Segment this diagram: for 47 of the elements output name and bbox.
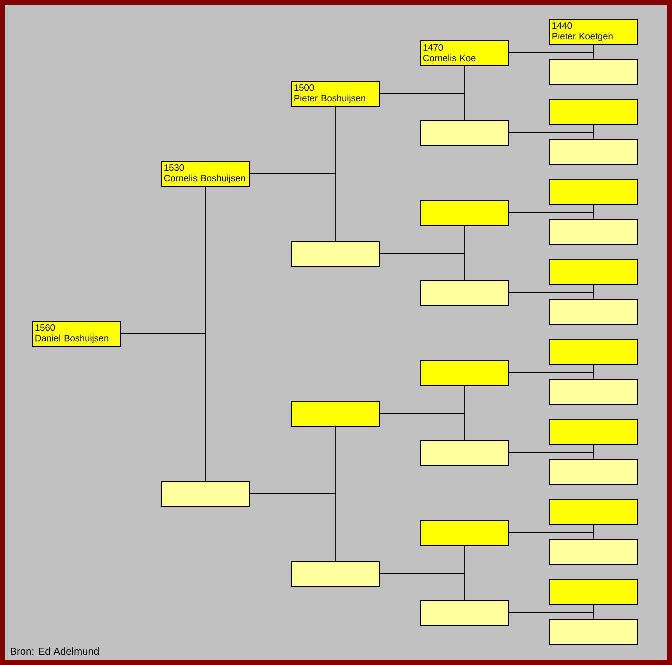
empty-box bbox=[291, 561, 380, 587]
connector-line bbox=[250, 494, 336, 562]
empty-box bbox=[549, 579, 638, 605]
empty-box bbox=[549, 219, 638, 245]
person-box: 1470 Cornelis Koe bbox=[420, 40, 509, 66]
connector-line bbox=[508, 372, 594, 380]
person-box: 1500 Pieter Boshuijsen bbox=[291, 81, 380, 107]
empty-box bbox=[549, 99, 638, 125]
empty-box bbox=[420, 280, 509, 306]
empty-box bbox=[549, 379, 638, 405]
empty-box bbox=[549, 499, 638, 525]
connector-line bbox=[508, 292, 594, 300]
empty-box bbox=[549, 59, 638, 85]
person-box: 1530 Cornelis Boshuijsen bbox=[161, 161, 250, 187]
empty-box bbox=[549, 619, 638, 645]
empty-box bbox=[420, 360, 509, 386]
connector-line bbox=[380, 254, 465, 280]
empty-box bbox=[549, 179, 638, 205]
empty-box bbox=[420, 120, 509, 146]
connector-line bbox=[508, 532, 594, 540]
empty-box bbox=[549, 539, 638, 565]
connector-line bbox=[508, 212, 594, 220]
person-box: 1440 Pieter Koetgen bbox=[549, 19, 638, 45]
empty-box bbox=[420, 520, 509, 546]
empty-box bbox=[549, 299, 638, 325]
connector-line bbox=[120, 334, 206, 482]
connector-line bbox=[508, 612, 594, 620]
empty-box bbox=[420, 200, 509, 226]
empty-box bbox=[549, 139, 638, 165]
connector-line bbox=[380, 414, 465, 440]
empty-box bbox=[161, 481, 250, 507]
empty-box bbox=[549, 459, 638, 485]
connector-line bbox=[380, 94, 465, 120]
connector-line bbox=[508, 132, 594, 140]
connector-line bbox=[508, 52, 594, 60]
empty-box bbox=[549, 419, 638, 445]
connector-line bbox=[380, 574, 465, 600]
connector-line bbox=[508, 452, 594, 460]
empty-box bbox=[291, 401, 380, 427]
empty-box bbox=[420, 600, 509, 626]
empty-box bbox=[549, 339, 638, 365]
person-box: 1560 Daniel Boshuijsen bbox=[32, 321, 121, 347]
empty-box bbox=[420, 440, 509, 466]
empty-box bbox=[549, 259, 638, 285]
empty-box bbox=[291, 241, 380, 267]
connector-line bbox=[250, 174, 336, 242]
source-note: Bron: Ed Adelmund bbox=[11, 648, 99, 656]
